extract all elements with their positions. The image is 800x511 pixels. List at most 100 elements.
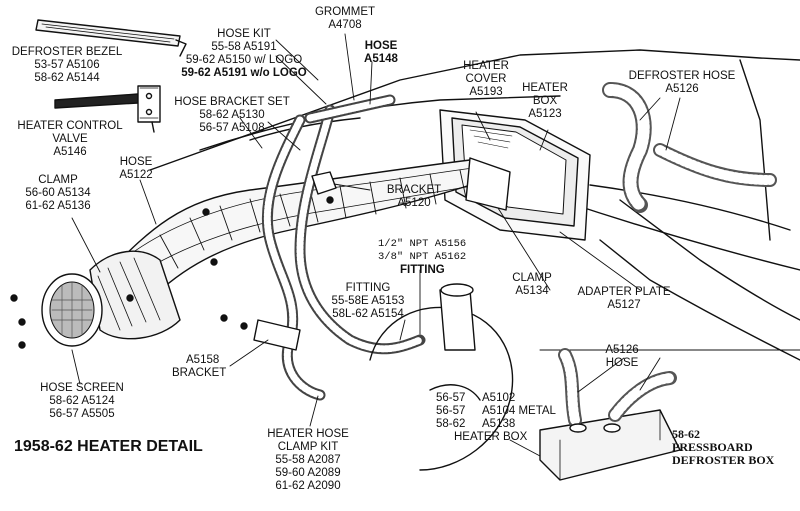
defroster-hose-drawing: [602, 82, 777, 213]
clamp-kit-name2: CLAMP KIT: [277, 441, 339, 453]
pressboard-line1: 58-62: [672, 427, 700, 441]
defroster-hose-part: A5126: [665, 83, 699, 95]
heater-control-valve-name1: HEATER CONTROL: [17, 120, 123, 132]
firewall-outline: [149, 49, 800, 361]
label-clamp-right: CLAMP A5134: [504, 272, 560, 298]
heater-box-name1: HEATER: [522, 82, 568, 94]
adapter-plate-part: A5127: [607, 299, 641, 311]
defroster-hose-name: DEFROSTER HOSE: [628, 70, 736, 82]
heater-control-valve-part: A5146: [53, 146, 87, 158]
pressboard-box-drawing: [539, 348, 800, 481]
fitting-line1: 55-58E A5153: [331, 295, 405, 307]
inlet-duct-drawing: [89, 250, 181, 340]
hose-top-name: HOSE: [364, 40, 398, 52]
label-adapter-plate: ADAPTER PLATE A5127: [574, 286, 674, 312]
grommet-name: GROMMET: [314, 6, 376, 18]
heater-box-metal-r1a: 56-57: [436, 392, 466, 404]
label-npt: 1/2" NPT A5156 3/8" NPT A5162 FITTING: [378, 238, 498, 277]
clamp-left-line1: 56-60 A5134: [25, 187, 91, 199]
label-defroster-bezel: DEFROSTER BEZEL 53-57 A5106 58-62 A5144: [2, 46, 132, 85]
label-fitting: FITTING 55-58E A5153 58L-62 A5154: [322, 282, 414, 321]
label-hose-screen: HOSE SCREEN 58-62 A5124 56-57 A5505: [28, 382, 136, 421]
heater-box-name2: BOX: [532, 95, 558, 107]
label-clamp-left: CLAMP 56-60 A5134 61-62 A5136: [10, 174, 106, 213]
heater-cover-part: A5193: [469, 86, 503, 98]
heater-cover-name2: COVER: [465, 73, 507, 85]
defroster-bezel-drawing: [35, 19, 187, 57]
label-hose-bracket-set: HOSE BRACKET SET 58-62 A5130 56-57 A5108: [164, 96, 300, 135]
hose-screen-drawing: [41, 273, 103, 347]
pressboard-line2: PRESSBOARD: [672, 440, 753, 454]
defroster-bezel-name: DEFROSTER BEZEL: [11, 46, 123, 58]
screws-drawing: [10, 196, 334, 349]
defroster-bezel-line1: 53-57 A5106: [34, 59, 100, 71]
hose-kit-line3: 59-62 A5191 w/o LOGO: [181, 67, 307, 79]
heater-box-metal-name: HEATER BOX: [454, 431, 528, 443]
label-heater-cover: HEATER COVER A5193: [454, 60, 518, 99]
hose-top-part: A5148: [364, 53, 398, 65]
clamp-kit-name1: HEATER HOSE: [267, 428, 349, 440]
hose-screen-line1: 58-62 A5124: [49, 395, 115, 407]
clamp-right-part: A5134: [515, 285, 549, 297]
heater-cover-name1: HEATER: [463, 60, 509, 72]
label-hose-kit: HOSE KIT 55-58 A5191 59-62 A5150 w/ LOGO…: [178, 28, 310, 80]
clamp-kit-line3: 61-62 A2090: [275, 480, 341, 492]
label-hose-left: HOSE A5122: [112, 156, 160, 182]
fitting-name: FITTING: [345, 282, 391, 294]
clamp-right-name: CLAMP: [512, 272, 552, 284]
label-bracket-lower: A5158 BRACKET: [172, 354, 232, 380]
heater-box-part: A5123: [528, 108, 562, 120]
heater-box-drawing: [439, 109, 591, 241]
label-heater-box: HEATER BOX A5123: [514, 82, 576, 121]
hose-bracket-set-name: HOSE BRACKET SET: [174, 96, 290, 108]
main-flex-hose-drawing: [109, 157, 511, 301]
hose-bracket-set-line1: 58-62 A5130: [199, 109, 265, 121]
heater-box-metal-r2b: A5104 METAL: [482, 405, 556, 417]
hose-inset-part: A5126: [605, 344, 639, 356]
label-defroster-hose: DEFROSTER HOSE A5126: [624, 70, 740, 96]
engine-outline: [369, 283, 514, 471]
hose-inset-name: HOSE: [605, 357, 639, 369]
heater-box-metal-r3b: A5138: [482, 418, 516, 430]
heater-box-metal-row1: 56-57 A5102: [436, 392, 586, 405]
bracket-center-name: BRACKET: [386, 184, 442, 196]
hose-kit-name: HOSE KIT: [217, 28, 271, 40]
hose-left-part: A5122: [119, 169, 153, 181]
label-hose-inset: A5126 HOSE: [596, 344, 648, 370]
heater-box-metal-row3: 58-62 A5138: [436, 418, 586, 431]
bracket-center-part: A5120: [397, 197, 431, 209]
hose-left-name: HOSE: [119, 156, 153, 168]
heater-box-metal-r1b: A5102: [482, 392, 516, 404]
clamp-kit-line2: 59-60 A2089: [275, 467, 341, 479]
fitting-line2: 58L-62 A5154: [332, 308, 404, 320]
bracket-drawing: [253, 171, 337, 351]
npt-name: FITTING: [400, 264, 445, 276]
heater-hose-drawing: [261, 94, 426, 401]
label-grommet: GROMMET A4708: [308, 6, 382, 32]
hose-screen-name: HOSE SCREEN: [40, 382, 124, 394]
label-pressboard: 58-62 PRESSBOARD DEFROSTER BOX: [672, 428, 796, 467]
label-clamp-kit: HEATER HOSE CLAMP KIT 55-58 A2087 59-60 …: [258, 428, 358, 493]
bracket-lower-part: A5158: [186, 354, 220, 366]
label-heater-control-valve: HEATER CONTROL VALVE A5146: [14, 120, 126, 159]
grommet-part: A4708: [328, 19, 362, 31]
label-bracket-center: BRACKET A5120: [368, 184, 460, 210]
hose-kit-line1: 55-58 A5191: [211, 41, 277, 53]
adapter-plate-name: ADAPTER PLATE: [577, 286, 671, 298]
hose-bracket-set-line2: 56-57 A5108: [199, 122, 265, 134]
page-title: 1958-62 HEATER DETAIL: [14, 438, 203, 455]
bracket-lower-name: BRACKET: [172, 367, 227, 379]
heater-control-valve-drawing: [54, 85, 161, 133]
npt-line1: 1/2" NPT A5156: [378, 238, 467, 250]
clamp-left-line2: 61-62 A5136: [25, 200, 91, 212]
clamp-kit-line1: 55-58 A2087: [275, 454, 341, 466]
hose-screen-line2: 56-57 A5505: [49, 408, 115, 420]
heater-box-metal-r3a: 58-62: [436, 418, 466, 430]
label-hose-top: HOSE A5148: [358, 40, 404, 66]
pressboard-line3: DEFROSTER BOX: [672, 453, 775, 467]
hose-kit-line2: 59-62 A5150 w/ LOGO: [185, 54, 303, 66]
heater-control-valve-name2: VALVE: [52, 133, 88, 145]
